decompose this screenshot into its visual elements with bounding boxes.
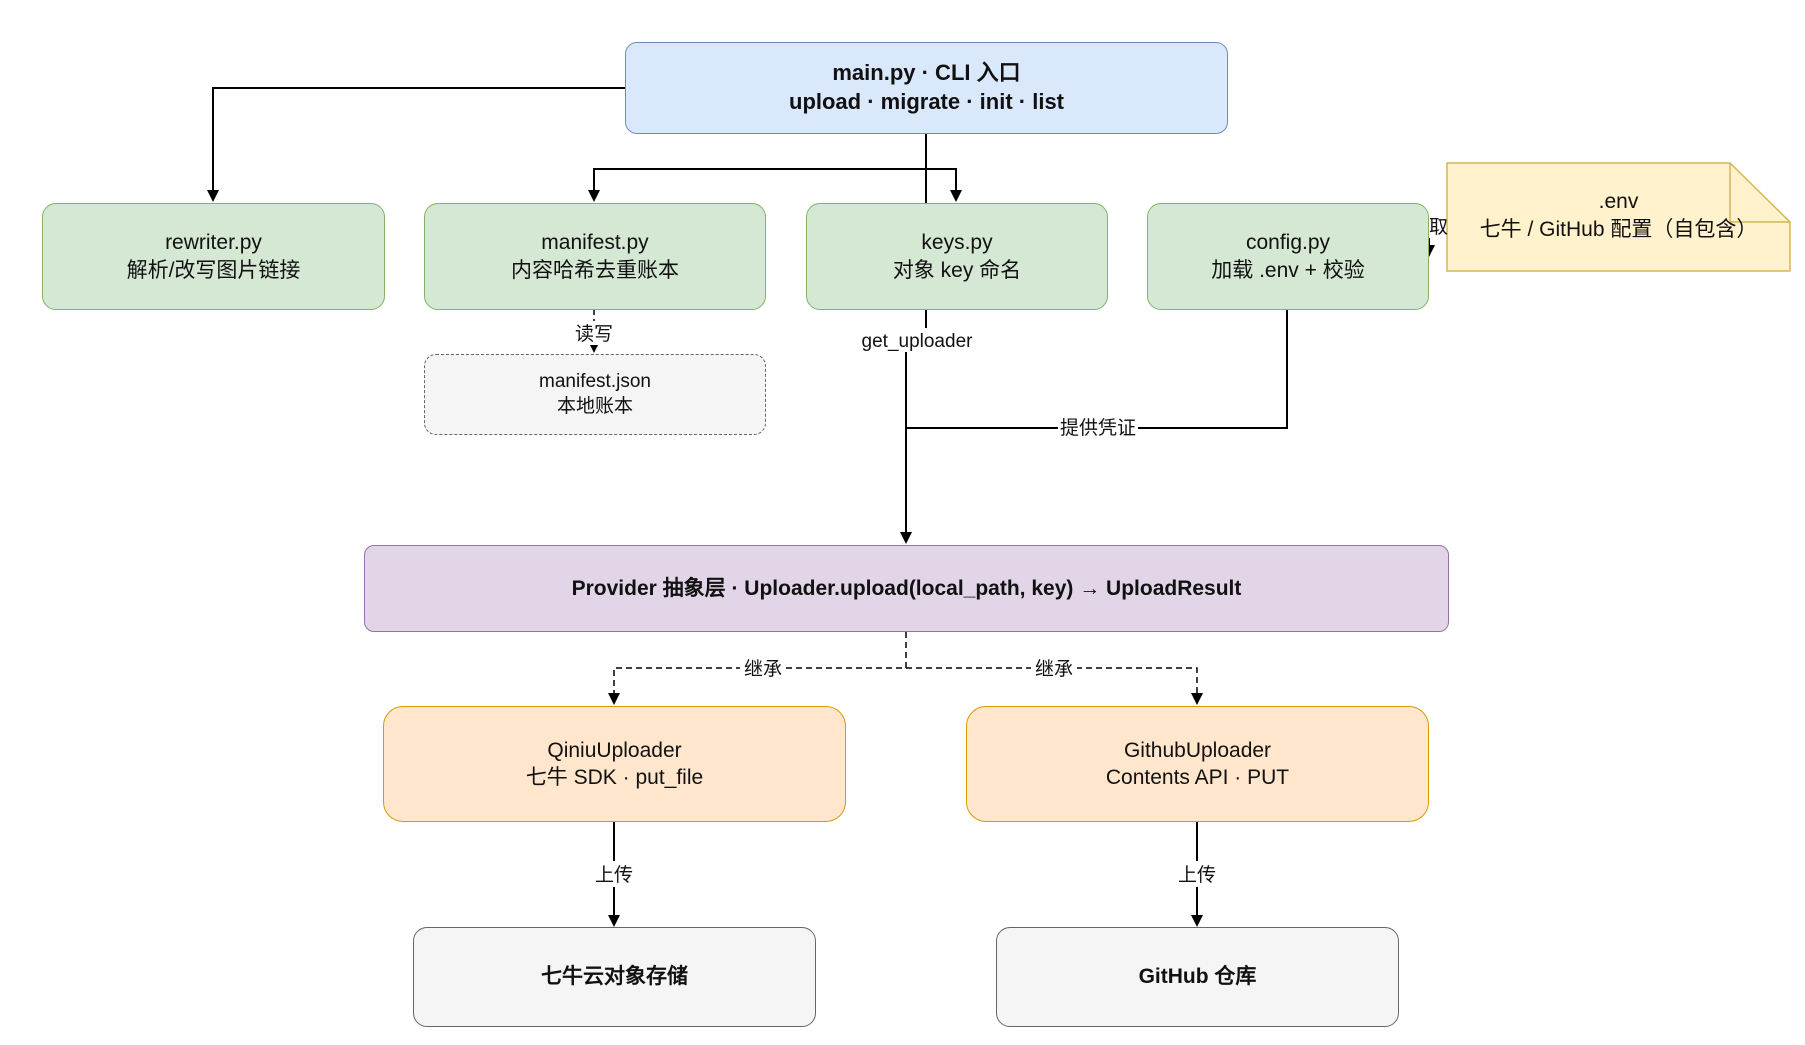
- edge-main-rewriter: [207, 87, 625, 202]
- node-keys[interactable]: keys.py 对象 key 命名: [806, 203, 1108, 310]
- node-main[interactable]: main.py · CLI 入口 upload · migrate · init…: [625, 42, 1228, 134]
- node-manifest-json-line1: manifest.json: [539, 370, 651, 392]
- node-qiniu-uploader[interactable]: QiniuUploader 七牛 SDK · put_file: [383, 706, 846, 822]
- node-main-line2: upload · migrate · init · list: [789, 89, 1064, 114]
- node-rewriter-line1: rewriter.py: [165, 231, 262, 255]
- node-config-line1: config.py: [1245, 231, 1331, 255]
- node-config[interactable]: config.py 加载 .env + 校验: [1147, 203, 1429, 310]
- label-provide-credentials: 提供凭证: [1060, 417, 1136, 439]
- node-manifest-line2: 内容哈希去重账本: [511, 258, 679, 282]
- node-manifest[interactable]: manifest.py 内容哈希去重账本: [424, 203, 766, 310]
- node-manifest-json[interactable]: manifest.json 本地账本: [424, 354, 766, 435]
- edge-config-credentials: [906, 310, 1288, 429]
- node-main-line1: main.py · CLI 入口: [832, 60, 1021, 86]
- node-manifest-line1: manifest.py: [541, 231, 649, 255]
- node-github-uploader[interactable]: GithubUploader Contents API · PUT: [966, 706, 1429, 822]
- node-qiniu-line1: QiniuUploader: [547, 738, 682, 762]
- node-keys-line1: keys.py: [921, 231, 993, 255]
- label-read-write: 读写: [575, 323, 613, 345]
- node-rewriter-line2: 解析/改写图片链接: [126, 258, 301, 282]
- label-upload-right: 上传: [1178, 864, 1216, 886]
- label-inherit-left: 继承: [744, 658, 782, 680]
- edge-inherit-right: [906, 667, 1203, 705]
- node-config-line2: 加载 .env + 校验: [1211, 258, 1365, 282]
- label-inherit-right: 继承: [1035, 658, 1073, 680]
- node-provider-label: Provider 抽象层 · Uploader.upload(local_pat…: [571, 576, 1242, 600]
- edge-main-keys: [926, 168, 962, 202]
- node-manifest-json-line2: 本地账本: [556, 395, 633, 417]
- node-qiniu-storage[interactable]: 七牛云对象存储: [413, 927, 816, 1027]
- node-keys-line2: 对象 key 命名: [892, 258, 1022, 282]
- node-qiniu-line2: 七牛 SDK · put_file: [525, 766, 704, 789]
- node-github-repo[interactable]: GitHub 仓库: [996, 927, 1399, 1027]
- node-github-line2: Contents API · PUT: [1105, 766, 1290, 789]
- label-get-uploader: get_uploader: [862, 331, 974, 352]
- node-qiniu-storage-label: 七牛云对象存储: [541, 965, 688, 989]
- env-note-shape: [1446, 162, 1791, 272]
- node-env-line1: .env: [1598, 190, 1639, 214]
- node-env-line2: 七牛 / GitHub 配置（自包含）: [1479, 217, 1758, 241]
- edge-main-manifest: [588, 168, 926, 202]
- node-env-note[interactable]: .env 七牛 / GitHub 配置（自包含）: [1447, 178, 1790, 253]
- node-rewriter[interactable]: rewriter.py 解析/改写图片链接: [42, 203, 385, 310]
- node-github-repo-label: GitHub 仓库: [1138, 965, 1257, 989]
- label-upload-left: 上传: [595, 864, 633, 886]
- node-github-line1: GithubUploader: [1123, 738, 1272, 762]
- node-provider[interactable]: Provider 抽象层 · Uploader.upload(local_pat…: [364, 545, 1449, 632]
- edge-labels: 读写 get_uploader 提供凭证 读取 继承 继承 上传 上传: [570, 216, 1448, 887]
